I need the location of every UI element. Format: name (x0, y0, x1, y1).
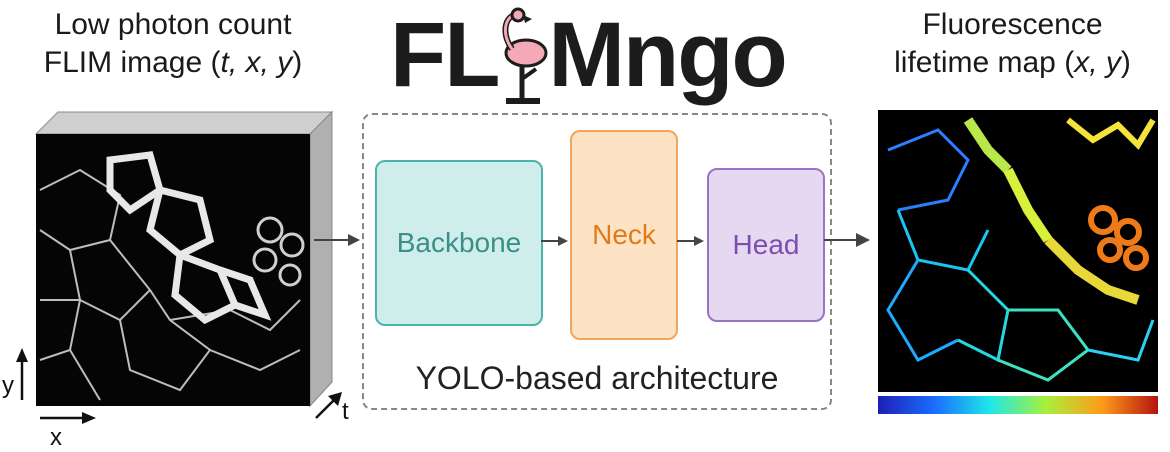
cube-side-face (309, 110, 333, 408)
input-caption: Low photon count FLIM image (t, x, y) (8, 6, 338, 82)
lifetime-cell-edges (886, 128, 1155, 382)
colorbar (878, 396, 1158, 414)
flim-image-cube (16, 110, 342, 424)
y-axis-label: y (2, 372, 14, 399)
architecture-label: YOLO-based architecture (415, 360, 779, 396)
lifetime-map (878, 110, 1158, 414)
lifetime-hot-cluster (1088, 205, 1149, 271)
neck-to-head-arrow (677, 236, 704, 246)
neck-label: Neck (592, 219, 656, 250)
lifetime-map-image (878, 110, 1158, 392)
x-axis-label: x (50, 424, 62, 451)
head-block: Head (707, 168, 825, 322)
flamingo-icon (502, 7, 548, 104)
neck-block: Neck (570, 130, 678, 340)
backbone-label: Backbone (396, 227, 522, 258)
flamingo-title: FL Mngo (390, 0, 788, 110)
title-part2: Mngo (548, 3, 787, 106)
input-caption-line1: Low photon count (54, 8, 292, 41)
input-arrow (314, 234, 360, 246)
cell-network (39, 168, 301, 401)
output-caption-line1: Fluorescence (922, 8, 1103, 41)
architecture-container (362, 113, 832, 410)
backbone-block: Backbone (375, 160, 543, 326)
lifetime-top-right (1066, 117, 1156, 150)
cube-top-face (34, 111, 334, 135)
lifetime-bright-band (963, 117, 1140, 305)
t-axis-label: t (342, 398, 349, 425)
output-caption: Fluorescence lifetime map (x, y) (855, 6, 1170, 82)
input-caption-line2: FLIM image (t, x, y) (43, 46, 303, 79)
right-cluster (252, 216, 305, 287)
bright-cells (106, 151, 272, 325)
title-part1: FL (390, 3, 500, 106)
output-arrow (824, 233, 870, 247)
output-caption-line2: lifetime map (x, y) (894, 46, 1131, 79)
head-label: Head (732, 229, 800, 260)
backbone-to-neck-arrow (541, 236, 568, 246)
